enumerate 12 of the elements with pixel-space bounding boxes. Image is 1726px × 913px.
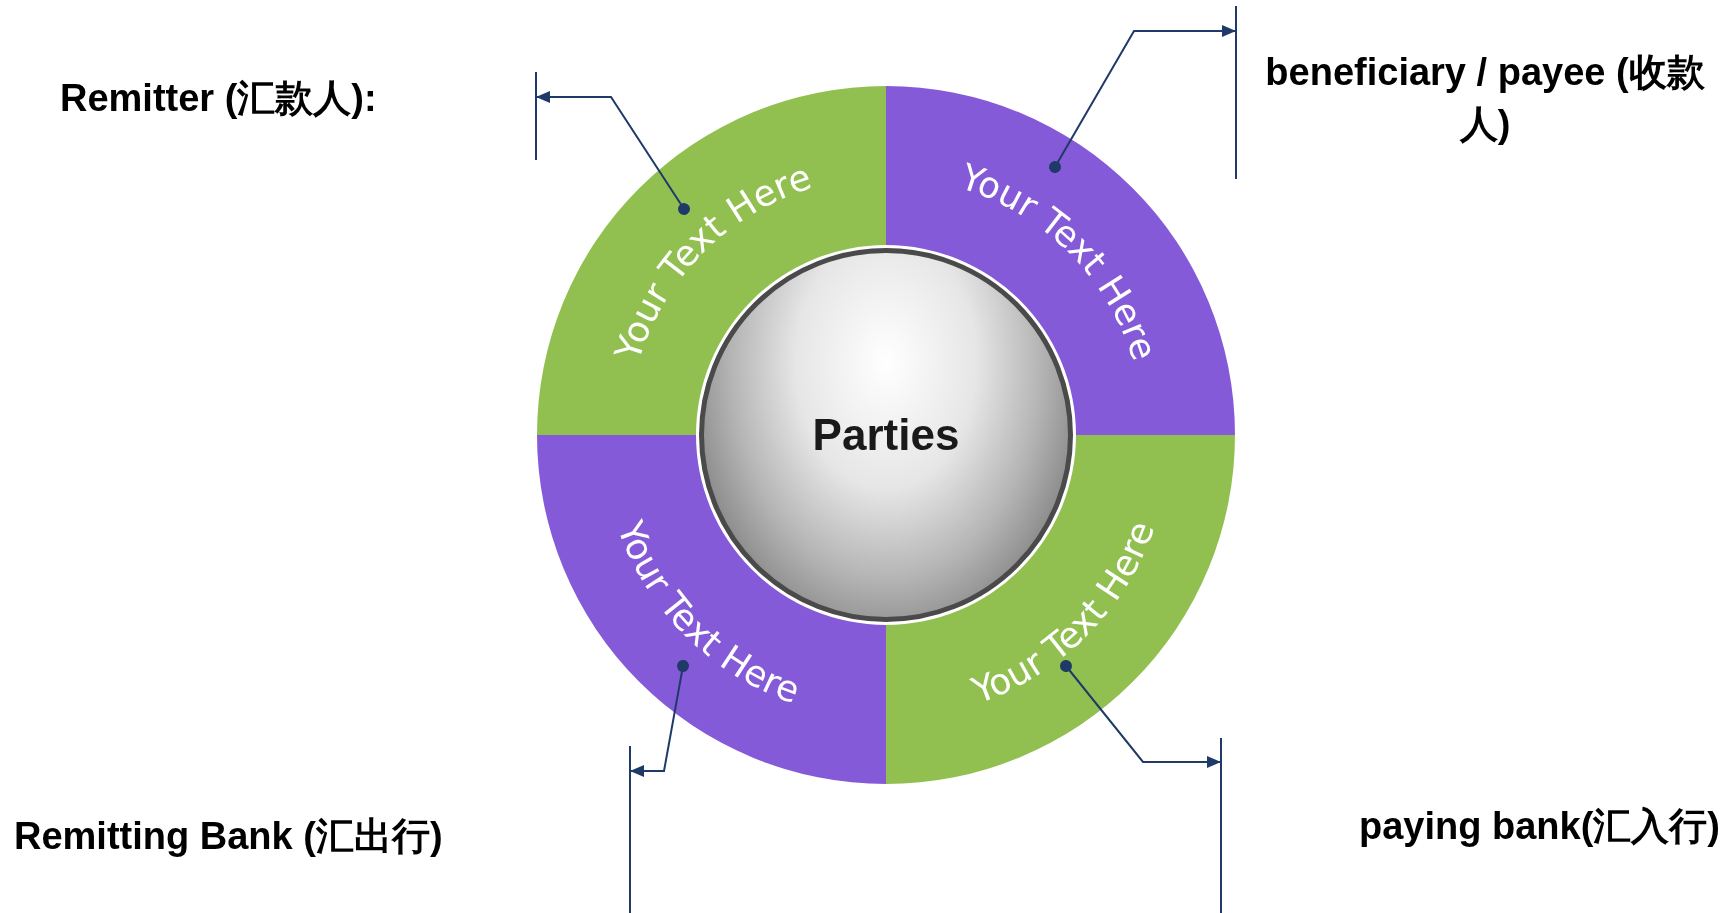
leader-arrow bbox=[536, 91, 690, 215]
leader-arrow bbox=[630, 660, 689, 777]
party-label: Remitter (汇款人): bbox=[60, 76, 378, 121]
party-label: Remitting Bank (汇出行) bbox=[14, 814, 444, 859]
leader-arrow bbox=[1049, 25, 1236, 173]
party-label-bracket bbox=[14, 746, 631, 913]
center-title: Parties bbox=[812, 410, 960, 460]
leader-arrow bbox=[1060, 660, 1221, 768]
party-label-bracket bbox=[60, 72, 537, 160]
party-label-bracket bbox=[1220, 738, 1720, 913]
party-label: paying bank(汇入行) bbox=[1357, 804, 1720, 849]
party-label: beneficiary / payee (收款人) bbox=[1264, 50, 1706, 147]
